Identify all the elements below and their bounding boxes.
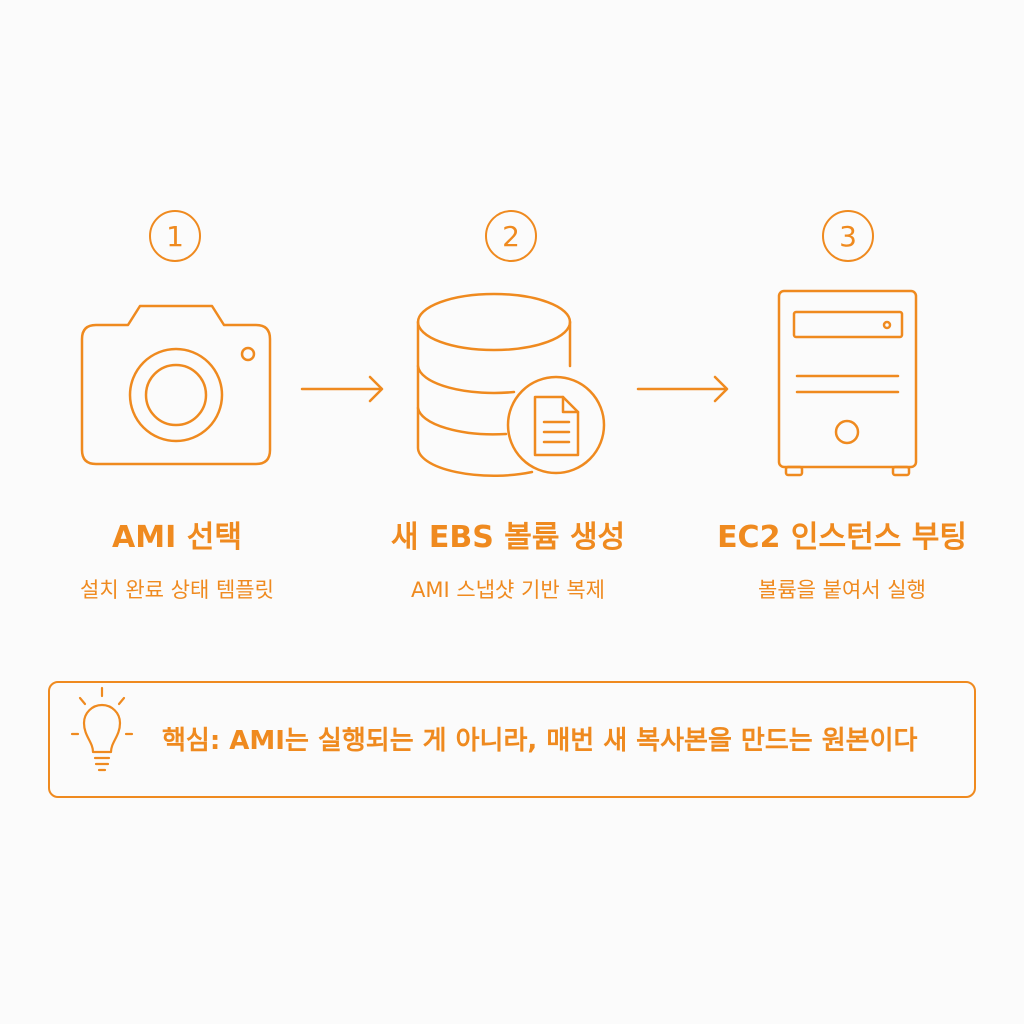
step-2-number-badge: 2: [485, 210, 537, 262]
key-note-text: 핵심: AMI는 실행되는 게 아니라, 매번 새 복사본을 만드는 원본이다: [162, 726, 918, 756]
key-note-box: [48, 681, 976, 798]
step-1-number: 1: [166, 219, 184, 253]
step-2-number: 2: [502, 219, 520, 253]
step-2-title: 새 EBS 볼륨 생성: [390, 520, 626, 555]
step-3-subtitle: 볼륨을 붙여서 실행: [758, 578, 926, 602]
step-2-subtitle: AMI 스냅샷 기반 복제: [411, 578, 605, 602]
step-3-number-badge: 3: [822, 210, 874, 262]
step-3-number: 3: [839, 219, 857, 253]
step-1-number-badge: 1: [149, 210, 201, 262]
step-1-title: AMI 선택: [112, 520, 242, 555]
step-3-title: EC2 인스턴스 부팅: [717, 520, 967, 555]
step-1-subtitle: 설치 완료 상태 템플릿: [80, 578, 274, 602]
